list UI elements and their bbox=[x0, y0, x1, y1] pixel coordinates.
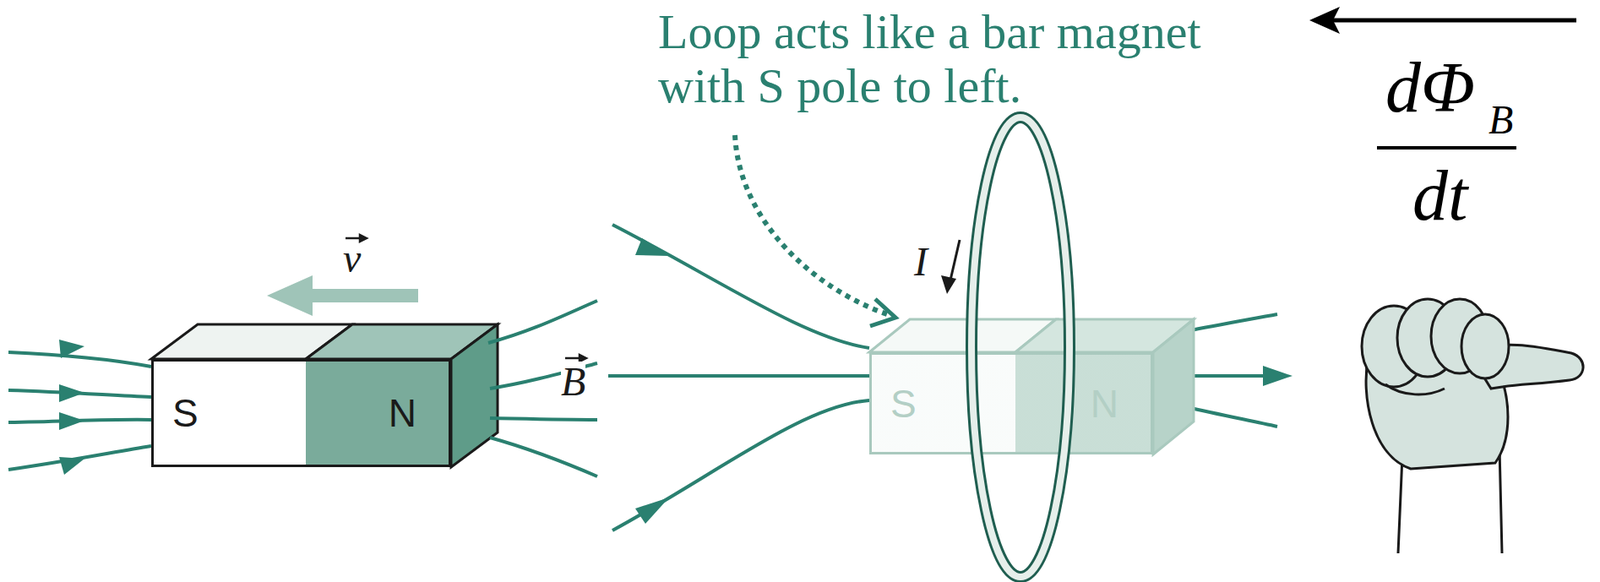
field-lines-left bbox=[8, 352, 152, 470]
field-line bbox=[489, 437, 598, 477]
right-hand bbox=[1361, 299, 1584, 554]
field-label: B bbox=[560, 361, 586, 403]
velocity-arrow bbox=[266, 275, 419, 316]
magnet-side-face bbox=[451, 324, 498, 468]
arrowhead bbox=[59, 457, 85, 475]
arrow-shaft bbox=[308, 288, 419, 303]
current-arrow bbox=[949, 239, 960, 284]
field-line bbox=[1193, 374, 1268, 378]
field-line bbox=[8, 446, 152, 470]
induced-magnet: SN bbox=[869, 352, 1154, 455]
velocity-label: v bbox=[342, 238, 361, 279]
field-line bbox=[608, 374, 870, 378]
vector-marks bbox=[345, 234, 587, 362]
field-lines-right bbox=[488, 224, 1278, 531]
math-subscript: B bbox=[1488, 99, 1513, 141]
field-line bbox=[488, 300, 598, 343]
arrowhead bbox=[1309, 6, 1340, 34]
pole-label: S bbox=[890, 384, 917, 424]
arrowhead bbox=[870, 299, 896, 327]
arrowhead bbox=[635, 238, 670, 256]
conducting-loop bbox=[971, 117, 1070, 577]
arrowhead bbox=[579, 354, 587, 362]
arrowhead bbox=[59, 339, 85, 359]
arrowhead bbox=[941, 275, 957, 294]
pole-label: N bbox=[388, 393, 417, 433]
field-line bbox=[1186, 407, 1278, 427]
callout-text: Loop acts like a bar magnet with S pole … bbox=[658, 5, 1301, 114]
ghost-magnet-side-face bbox=[1153, 319, 1194, 455]
bar-magnet: SN bbox=[151, 359, 452, 468]
conducting-loop-inner bbox=[971, 117, 1070, 577]
pole-label: S bbox=[172, 393, 199, 433]
field-arrowheads-right bbox=[635, 238, 1293, 524]
callout-leader bbox=[734, 135, 888, 315]
pole-label: N bbox=[1090, 384, 1119, 424]
arrowhead bbox=[1262, 365, 1293, 387]
fraction-bar bbox=[1376, 146, 1517, 150]
arrowhead bbox=[635, 497, 670, 524]
knuckle-crease bbox=[1385, 384, 1445, 395]
field-line bbox=[8, 352, 152, 367]
math-denominator: dt bbox=[1412, 160, 1468, 232]
arrowhead bbox=[59, 412, 85, 430]
current-label: I bbox=[914, 241, 928, 283]
arrowhead bbox=[59, 384, 85, 403]
field-arrowheads-left bbox=[59, 339, 85, 475]
field-line bbox=[489, 418, 598, 420]
direction-arrow bbox=[1326, 18, 1577, 23]
field-line bbox=[1186, 314, 1278, 332]
finger bbox=[1461, 314, 1509, 379]
arrowhead bbox=[266, 275, 313, 316]
math-numerator: dΦ bbox=[1385, 52, 1475, 124]
field-line bbox=[612, 400, 870, 531]
